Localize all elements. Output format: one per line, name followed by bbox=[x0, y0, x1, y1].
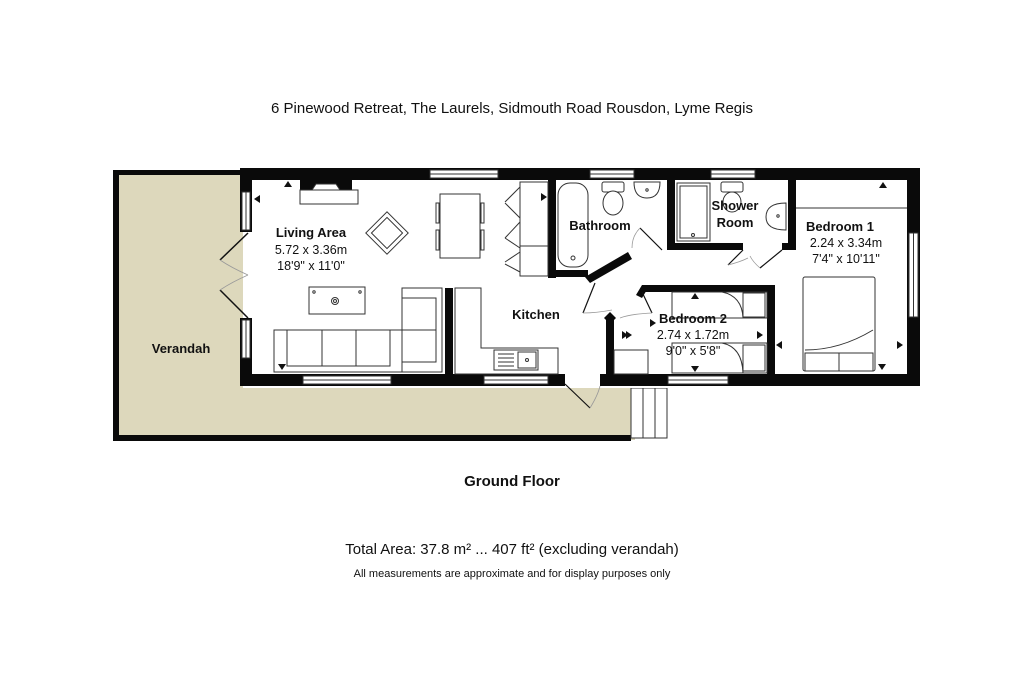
door-swings bbox=[564, 227, 783, 409]
living-area-imperial: 18'9" x 11'0" bbox=[277, 259, 345, 273]
fireplace bbox=[299, 178, 359, 205]
disclaimer: All measurements are approximate and for… bbox=[353, 568, 671, 580]
verandah-label: Verandah bbox=[152, 341, 211, 356]
bedroom1-metric: 2.24 x 3.34m bbox=[810, 236, 882, 250]
bedroom1-label: Bedroom 1 bbox=[806, 219, 874, 234]
property-address-title: 6 Pinewood Retreat, The Laurels, Sidmout… bbox=[271, 100, 753, 117]
shower-toilet bbox=[720, 181, 744, 193]
dining-table bbox=[435, 193, 485, 259]
kitchen-label: Kitchen bbox=[512, 307, 560, 322]
windows bbox=[241, 169, 919, 385]
bathtub bbox=[557, 182, 589, 268]
bathroom-label: Bathroom bbox=[569, 218, 630, 233]
living-area-label: Living Area bbox=[276, 225, 347, 240]
floor-label: Ground Floor bbox=[464, 473, 560, 490]
bedroom2-cupboard bbox=[613, 349, 649, 375]
living-furniture bbox=[273, 181, 549, 373]
bedroom1-imperial: 7'4" x 10'11" bbox=[812, 252, 880, 266]
kitchen-fixtures bbox=[454, 287, 559, 375]
interior-walls bbox=[445, 178, 796, 378]
radiator-markers bbox=[254, 181, 903, 372]
corner-sofa bbox=[401, 287, 443, 373]
french-doors bbox=[219, 232, 252, 319]
bedroom2-metric: 2.74 x 1.72m bbox=[657, 328, 729, 342]
armchair bbox=[365, 211, 409, 255]
shower-fixtures bbox=[676, 181, 787, 242]
shower-room-label-line2: Room bbox=[717, 215, 754, 230]
bedroom2-label: Bedroom 2 bbox=[659, 311, 727, 326]
bedroom2-fixtures bbox=[613, 291, 768, 375]
bedroom1-fixtures bbox=[796, 207, 907, 372]
cupboard bbox=[519, 181, 549, 247]
entrance-steps bbox=[630, 387, 668, 439]
living-area-metric: 5.72 x 3.36m bbox=[275, 243, 347, 257]
shower-basin bbox=[765, 202, 787, 231]
bathroom-fixtures bbox=[557, 181, 661, 268]
total-area: Total Area: 37.8 m² ... 407 ft² (excludi… bbox=[345, 541, 679, 558]
room-labels: Living Area 5.72 x 3.36m 18'9" x 11'0" K… bbox=[152, 198, 882, 358]
bedroom2-imperial: 9'0" x 5'8" bbox=[666, 344, 721, 358]
sofa bbox=[273, 329, 403, 373]
shower-room-label-line1: Shower bbox=[712, 198, 759, 213]
